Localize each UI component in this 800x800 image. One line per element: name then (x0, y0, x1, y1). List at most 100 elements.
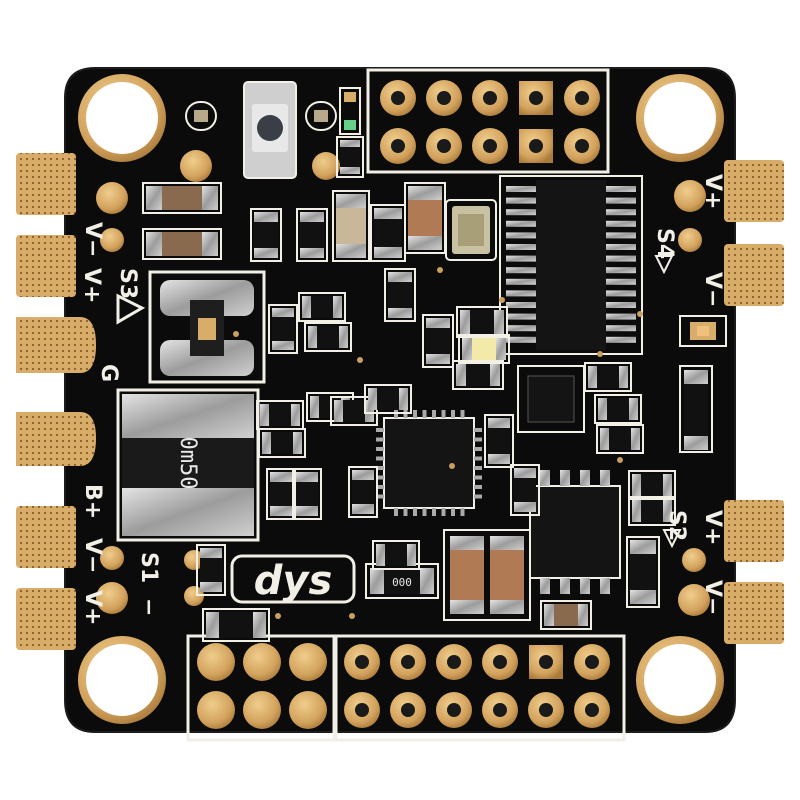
smd-part (336, 136, 364, 178)
chip-leg (506, 278, 536, 285)
arrow-icon-s2 (662, 529, 682, 549)
smd-part (142, 182, 222, 214)
smd-part (256, 400, 304, 430)
chip-leg (606, 278, 636, 285)
smd-body (462, 338, 506, 360)
smd-outline (628, 470, 676, 500)
smd-terminal (630, 540, 656, 554)
smd-terminal (334, 400, 343, 422)
smd-outline (196, 544, 226, 596)
chip-leg (376, 466, 384, 470)
smd-terminal (600, 428, 609, 450)
smd-body (262, 432, 302, 454)
smd-part (626, 536, 660, 608)
smd-terminal (490, 364, 500, 386)
smd-part (404, 182, 446, 254)
header-pin-hole (355, 655, 369, 669)
smd-body (544, 604, 588, 626)
chip-leg (460, 410, 465, 418)
smd-outline (304, 322, 352, 352)
chip-leg (474, 466, 482, 470)
smd-outline (292, 468, 322, 520)
smd-body (632, 500, 672, 522)
smd-part (422, 314, 454, 368)
chip-leg (560, 578, 570, 594)
chip-leg (474, 475, 482, 480)
smd-outline (372, 540, 420, 570)
smd-body (340, 140, 360, 174)
smd-terminal (578, 604, 588, 626)
smd-part (364, 384, 412, 414)
smd-outline (594, 394, 642, 424)
solder-jumper (148, 270, 266, 384)
arrow-icon-s4 (654, 255, 674, 275)
smd-part (596, 424, 644, 454)
smd-part (370, 204, 406, 262)
smd-part (292, 468, 322, 520)
label-left-bottom-v-minus: V− (80, 538, 105, 573)
chip-leg (451, 410, 455, 418)
via (617, 457, 623, 463)
led-green (339, 87, 361, 135)
smd-outline (336, 136, 364, 178)
mounting-hole-top-left (78, 74, 166, 162)
large-sop-chip (499, 175, 643, 355)
smd-terminal (514, 502, 536, 512)
chip-leg (506, 302, 536, 308)
smd-part (202, 608, 270, 642)
mounting-hole-bottom-right (636, 636, 724, 724)
smd-part (332, 190, 370, 262)
header-pin-hole (539, 703, 553, 717)
smd-terminal (376, 544, 385, 566)
via (637, 311, 643, 317)
smd-part (142, 228, 222, 260)
smd-terminal (339, 326, 348, 348)
chip-leg (580, 578, 590, 594)
smd-terminal (488, 418, 510, 428)
label-right-s4: S4 (652, 228, 677, 259)
smd-terminal (253, 612, 266, 638)
chip-leg (506, 290, 536, 297)
via (499, 297, 505, 303)
chip-leg (506, 197, 536, 204)
bottom-header-outline-right (334, 634, 626, 742)
shunt-resistor: 0m50 (116, 388, 260, 542)
smd-terminal (336, 194, 366, 208)
smd-terminal (296, 472, 318, 482)
smd-body (600, 428, 640, 450)
smd-body (296, 472, 318, 516)
smd-terminal (202, 232, 218, 256)
diode-right (679, 365, 713, 453)
smd-outline (250, 208, 282, 262)
mounting-hole-bottom-left (78, 636, 166, 724)
header-pin-hole (493, 655, 507, 669)
smd-terminal (368, 388, 377, 410)
header-pin (197, 691, 235, 729)
smd-terminal (202, 186, 218, 210)
header-pin-hole (493, 703, 507, 717)
smd-terminal (460, 310, 470, 334)
chip-leg (441, 410, 446, 418)
smd-terminal (352, 504, 374, 514)
smd-body (632, 474, 672, 496)
chip-leg (413, 410, 417, 418)
smd-outline (456, 306, 508, 338)
chip-leg (580, 470, 590, 486)
chip-leg (606, 244, 636, 250)
smd-terminal (272, 308, 294, 317)
smd-terminal (494, 310, 504, 334)
header-pin-hole (575, 139, 589, 153)
small-resistor: 000 (365, 563, 439, 599)
soic8-chip (529, 470, 621, 594)
chip-leg (441, 508, 446, 516)
dys-logo: dys (230, 554, 356, 604)
smd-part (348, 466, 378, 518)
smd-outline (510, 464, 540, 516)
chip-leg (606, 302, 636, 308)
smd-terminal (352, 470, 374, 480)
shunt-marking: 0m50 (175, 437, 200, 490)
smd-outline (296, 208, 328, 262)
header-pin (289, 691, 327, 729)
smd-terminal (456, 364, 466, 386)
chip-leg (560, 470, 570, 486)
